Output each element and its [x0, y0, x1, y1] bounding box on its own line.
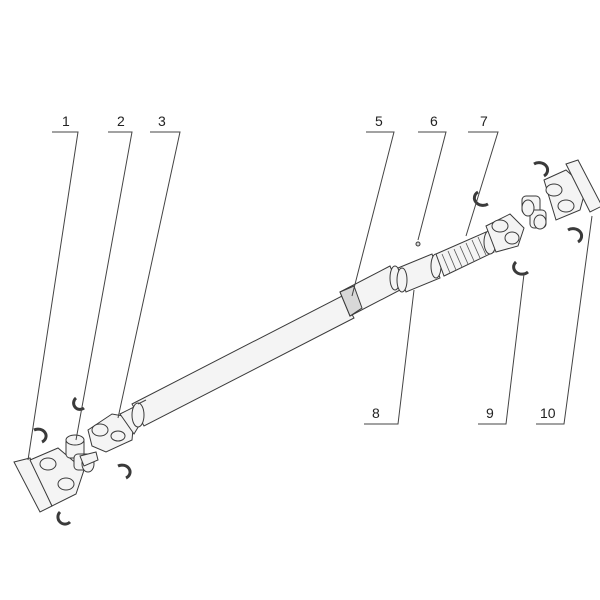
right-flange-yoke — [543, 159, 600, 221]
callout-3: 3 — [158, 113, 166, 129]
main-tube — [131, 295, 355, 428]
right-universal-joint-cross — [521, 195, 547, 230]
callout-10: 10 — [540, 405, 556, 421]
sliding-sleeve — [339, 265, 401, 317]
callout-9: 9 — [486, 405, 494, 421]
spline-teeth — [441, 236, 487, 274]
callout-labels: 1 2 3 5 6 7 8 9 10 — [62, 113, 556, 421]
callout-1: 1 — [62, 113, 70, 129]
splined-shaft — [435, 229, 497, 277]
callout-8: 8 — [372, 405, 380, 421]
callout-2: 2 — [117, 113, 125, 129]
callout-6: 6 — [430, 113, 438, 129]
sealing-ring — [396, 253, 442, 293]
left-circlips — [33, 396, 132, 526]
grease-nipple — [415, 241, 421, 247]
left-flange-yoke — [13, 447, 85, 513]
right-shaft-yoke — [485, 213, 525, 253]
leader-lines — [27, 131, 593, 461]
shaft-yoke — [87, 405, 141, 453]
callout-5: 5 — [375, 113, 383, 129]
callout-7: 7 — [480, 113, 488, 129]
left-universal-joint-cross — [65, 434, 99, 473]
